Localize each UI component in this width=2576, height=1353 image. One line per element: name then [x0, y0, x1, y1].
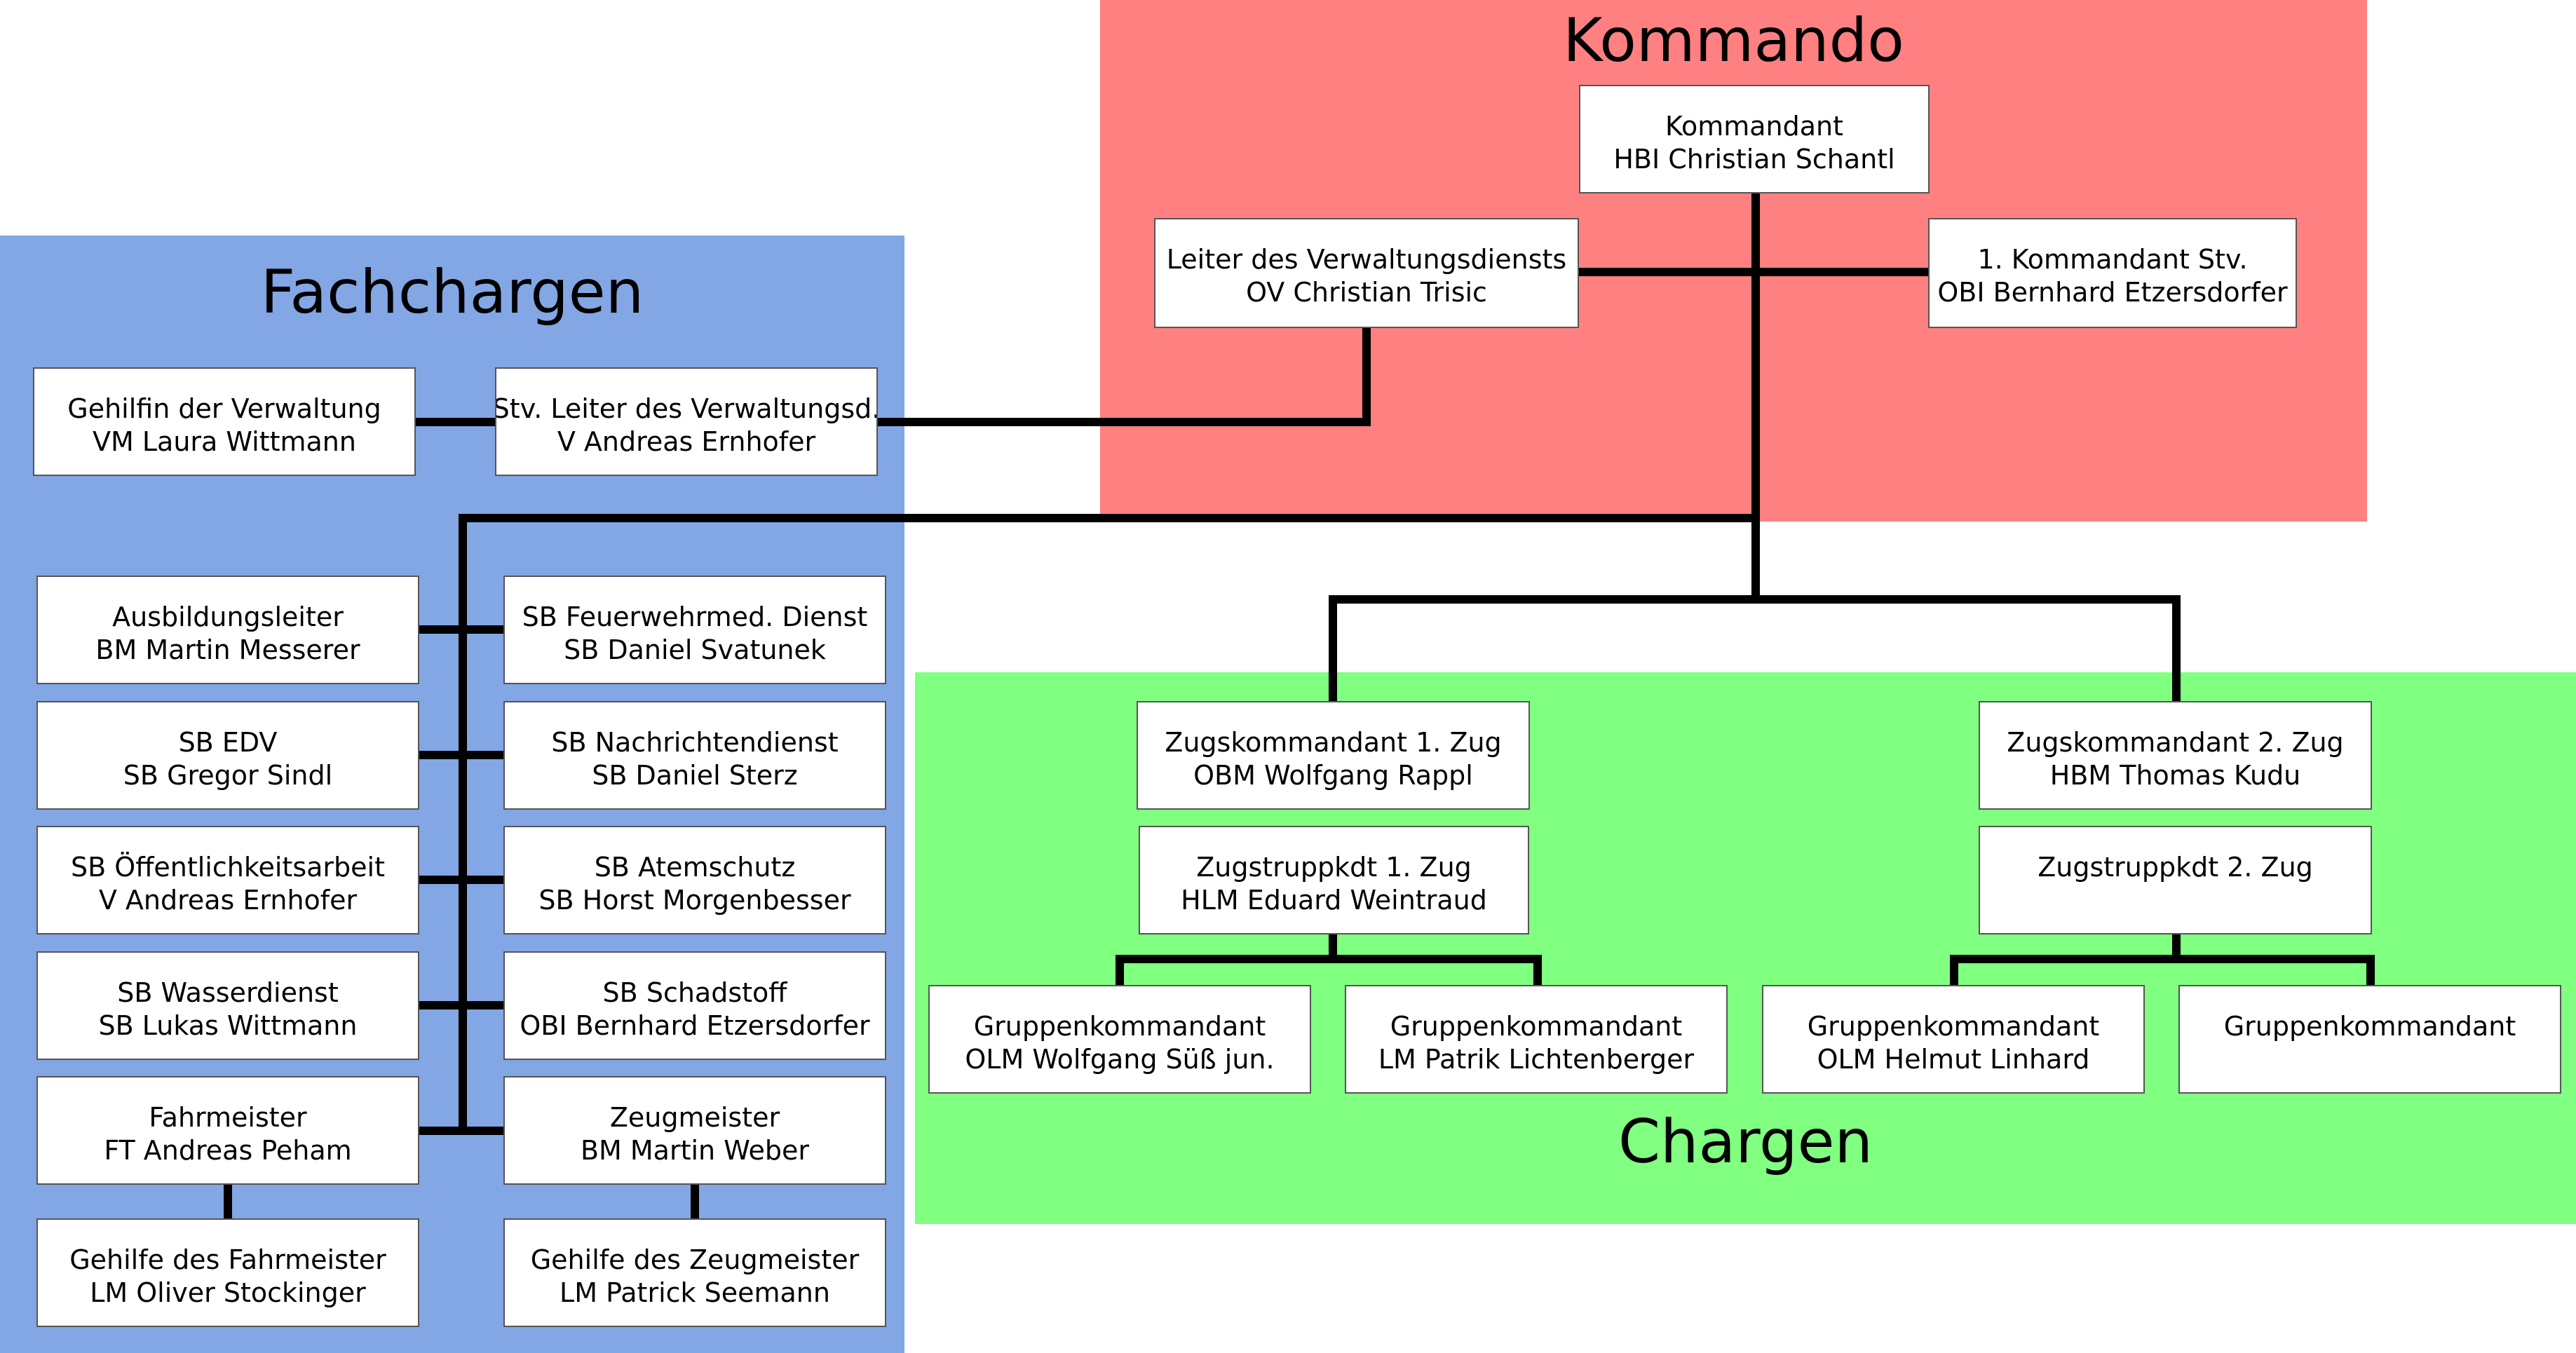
box-role: SB Wasserdienst	[117, 977, 339, 1008]
box-stv-leiter-verwaltung: Stv. Leiter des Verwaltungsd. V Andreas …	[495, 367, 878, 476]
box-role: SB Atemschutz	[594, 852, 796, 883]
box-role: Gehilfe des Zeugmeister	[530, 1244, 860, 1275]
box-role: Gruppenkommandant	[1807, 1011, 2100, 1042]
box-person: BM Martin Weber	[580, 1135, 810, 1166]
box-role: Gehilfe des Fahrmeister	[69, 1244, 386, 1275]
box-person: V Andreas Ernhofer	[98, 885, 358, 916]
box-sb-wasserdienst: SB Wasserdienst SB Lukas Wittmann	[36, 951, 419, 1060]
box-gehilfe-fahrmeister: Gehilfe des Fahrmeister LM Oliver Stocki…	[36, 1218, 419, 1327]
box-gruppenkdt-1: Gruppenkommandant OLM Wolfgang Süß jun.	[928, 985, 1311, 1094]
box-person: LM Patrik Lichtenberger	[1378, 1044, 1695, 1075]
box-role: Kommandant	[1665, 111, 1844, 142]
box-person: BM Martin Messerer	[95, 634, 360, 665]
box-person: OLM Wolfgang Süß jun.	[965, 1044, 1275, 1075]
box-zugskdt-2: Zugskommandant 2. Zug HBM Thomas Kudu	[1979, 701, 2372, 810]
box-role: Gruppenkommandant	[1390, 1011, 1683, 1042]
box-role: Zugskommandant 2. Zug	[2007, 727, 2344, 758]
box-role: Gehilfin der Verwaltung	[67, 393, 381, 424]
box-role: SB Feuerwehrmed. Dienst	[522, 601, 868, 632]
box-gehilfin-verwaltung: Gehilfin der Verwaltung VM Laura Wittman…	[33, 367, 416, 476]
box-person: HBI Christian Schantl	[1613, 144, 1895, 175]
box-person: VM Laura Wittmann	[93, 426, 356, 457]
box-role: SB EDV	[178, 727, 278, 758]
box-gruppenkdt-3: Gruppenkommandant OLM Helmut Linhard	[1762, 985, 2145, 1094]
box-role: SB Öffentlichkeitsarbeit	[71, 852, 385, 883]
box-role: Zugstruppkdt 1. Zug	[1196, 852, 1472, 883]
box-person: SB Gregor Sindl	[123, 760, 333, 791]
box-sb-feuerwehrmed: SB Feuerwehrmed. Dienst SB Daniel Svatun…	[503, 576, 886, 684]
fachchargen-title: Fachchargen	[260, 257, 644, 327]
box-person: SB Horst Morgenbesser	[538, 885, 851, 916]
box-gruppenkdt-2: Gruppenkommandant LM Patrik Lichtenberge…	[1345, 985, 1728, 1094]
box-person: HBM Thomas Kudu	[2049, 760, 2301, 791]
box-sb-edv: SB EDV SB Gregor Sindl	[36, 701, 419, 810]
box-person: OBI Bernhard Etzersdorfer	[520, 1010, 870, 1041]
box-zeugmeister: Zeugmeister BM Martin Weber	[503, 1076, 886, 1185]
box-zugtruppkdt-1: Zugstruppkdt 1. Zug HLM Eduard Weintraud	[1139, 826, 1529, 934]
box-person: SB Daniel Sterz	[592, 760, 798, 791]
box-role: Fahrmeister	[149, 1102, 307, 1133]
box-person: LM Patrick Seemann	[560, 1277, 830, 1308]
box-person: OV Christian Trisic	[1246, 277, 1487, 308]
box-role: Gruppenkommandant	[973, 1011, 1266, 1042]
kommando-title: Kommando	[1563, 6, 1904, 76]
box-person: SB Daniel Svatunek	[564, 634, 826, 665]
box-person: LM Oliver Stockinger	[90, 1277, 366, 1308]
box-person: V Andreas Ernhofer	[557, 426, 816, 457]
box-zugtruppkdt-2: Zugstruppkdt 2. Zug	[1979, 826, 2372, 934]
box-role: Gruppenkommandant	[2223, 1011, 2516, 1042]
box-role: 1. Kommandant Stv.	[1977, 244, 2248, 275]
box-sb-nachrichtendienst: SB Nachrichtendienst SB Daniel Sterz	[503, 701, 886, 810]
box-role: Zugstruppkdt 2. Zug	[2038, 852, 2313, 883]
box-leiter-verwaltung: Leiter des Verwaltungsdiensts OV Christi…	[1154, 218, 1579, 328]
box-person: OBI Bernhard Etzersdorfer	[1937, 277, 2288, 308]
box-sb-schadstoff: SB Schadstoff OBI Bernhard Etzersdorfer	[503, 951, 886, 1060]
box-kommandant-stv: 1. Kommandant Stv. OBI Bernhard Etzersdo…	[1928, 218, 2297, 328]
box-person: SB Lukas Wittmann	[98, 1010, 358, 1041]
box-role: Zugskommandant 1. Zug	[1165, 727, 1502, 758]
box-person: HLM Eduard Weintraud	[1181, 885, 1487, 916]
box-sb-oeffentlichkeit: SB Öffentlichkeitsarbeit V Andreas Ernho…	[36, 826, 419, 934]
box-ausbildungsleiter: Ausbildungsleiter BM Martin Messerer	[36, 576, 419, 684]
chargen-title: Chargen	[1618, 1107, 1873, 1177]
box-role: Leiter des Verwaltungsdiensts	[1166, 244, 1567, 275]
box-role: Stv. Leiter des Verwaltungsd.	[495, 393, 878, 424]
box-sb-atemschutz: SB Atemschutz SB Horst Morgenbesser	[503, 826, 886, 934]
box-role: Zeugmeister	[609, 1102, 780, 1133]
box-person: OLM Helmut Linhard	[1817, 1044, 2090, 1075]
box-gruppenkdt-4: Gruppenkommandant	[2178, 985, 2561, 1094]
box-role: SB Nachrichtendienst	[551, 727, 839, 758]
box-person: FT Andreas Peham	[104, 1135, 352, 1166]
box-fahrmeister: Fahrmeister FT Andreas Peham	[36, 1076, 419, 1185]
box-kommandant: Kommandant HBI Christian Schantl	[1579, 85, 1930, 193]
box-role: SB Schadstoff	[602, 977, 787, 1008]
box-gehilfe-zeugmeister: Gehilfe des Zeugmeister LM Patrick Seema…	[503, 1218, 886, 1327]
box-zugskdt-1: Zugskommandant 1. Zug OBM Wolfgang Rappl	[1137, 701, 1530, 810]
box-person: OBM Wolfgang Rappl	[1193, 760, 1473, 791]
box-role: Ausbildungsleiter	[112, 601, 344, 632]
